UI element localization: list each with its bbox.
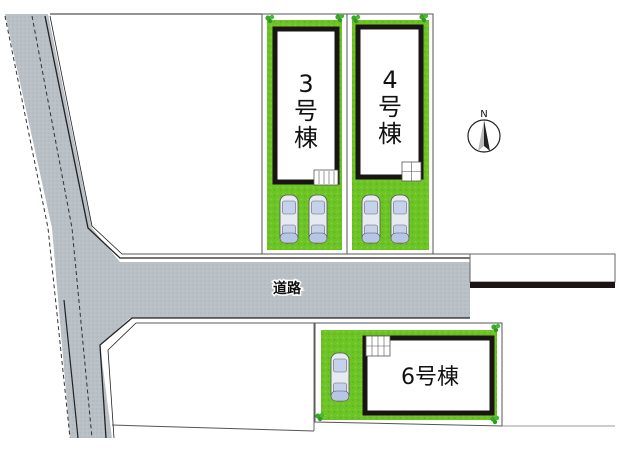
lot-6[interactable]: 6号棟 <box>314 322 503 427</box>
lot-4-label-tou: 棟 <box>378 120 402 148</box>
road-label: 道路 <box>273 280 302 297</box>
car-icon <box>330 352 350 402</box>
building-3 <box>272 26 340 185</box>
lot-4[interactable]: 4 号 棟 <box>346 13 434 255</box>
adjacent-lot-south <box>111 323 315 432</box>
lot-3[interactable]: 3 号 棟 <box>261 13 348 255</box>
building-6 <box>362 335 495 416</box>
lot-4-label-number: 4 <box>382 66 397 94</box>
car-icon <box>279 194 299 244</box>
lot-3-label-tou: 棟 <box>294 124 318 152</box>
north-compass-icon: N <box>467 109 501 153</box>
lot-3-label-number: 3 <box>298 70 313 98</box>
lot-4-label-go: 号 <box>378 93 402 121</box>
car-icon <box>361 194 381 244</box>
building-4 <box>355 24 424 180</box>
lot-3-label-go: 号 <box>294 97 318 125</box>
adjacent-lot-east <box>469 253 616 288</box>
entrance-steps-icon <box>313 169 339 186</box>
lot-6-label: 6号棟 <box>401 365 459 390</box>
car-icon <box>308 194 328 244</box>
car-icon <box>390 194 410 244</box>
compass-label: N <box>480 109 487 120</box>
